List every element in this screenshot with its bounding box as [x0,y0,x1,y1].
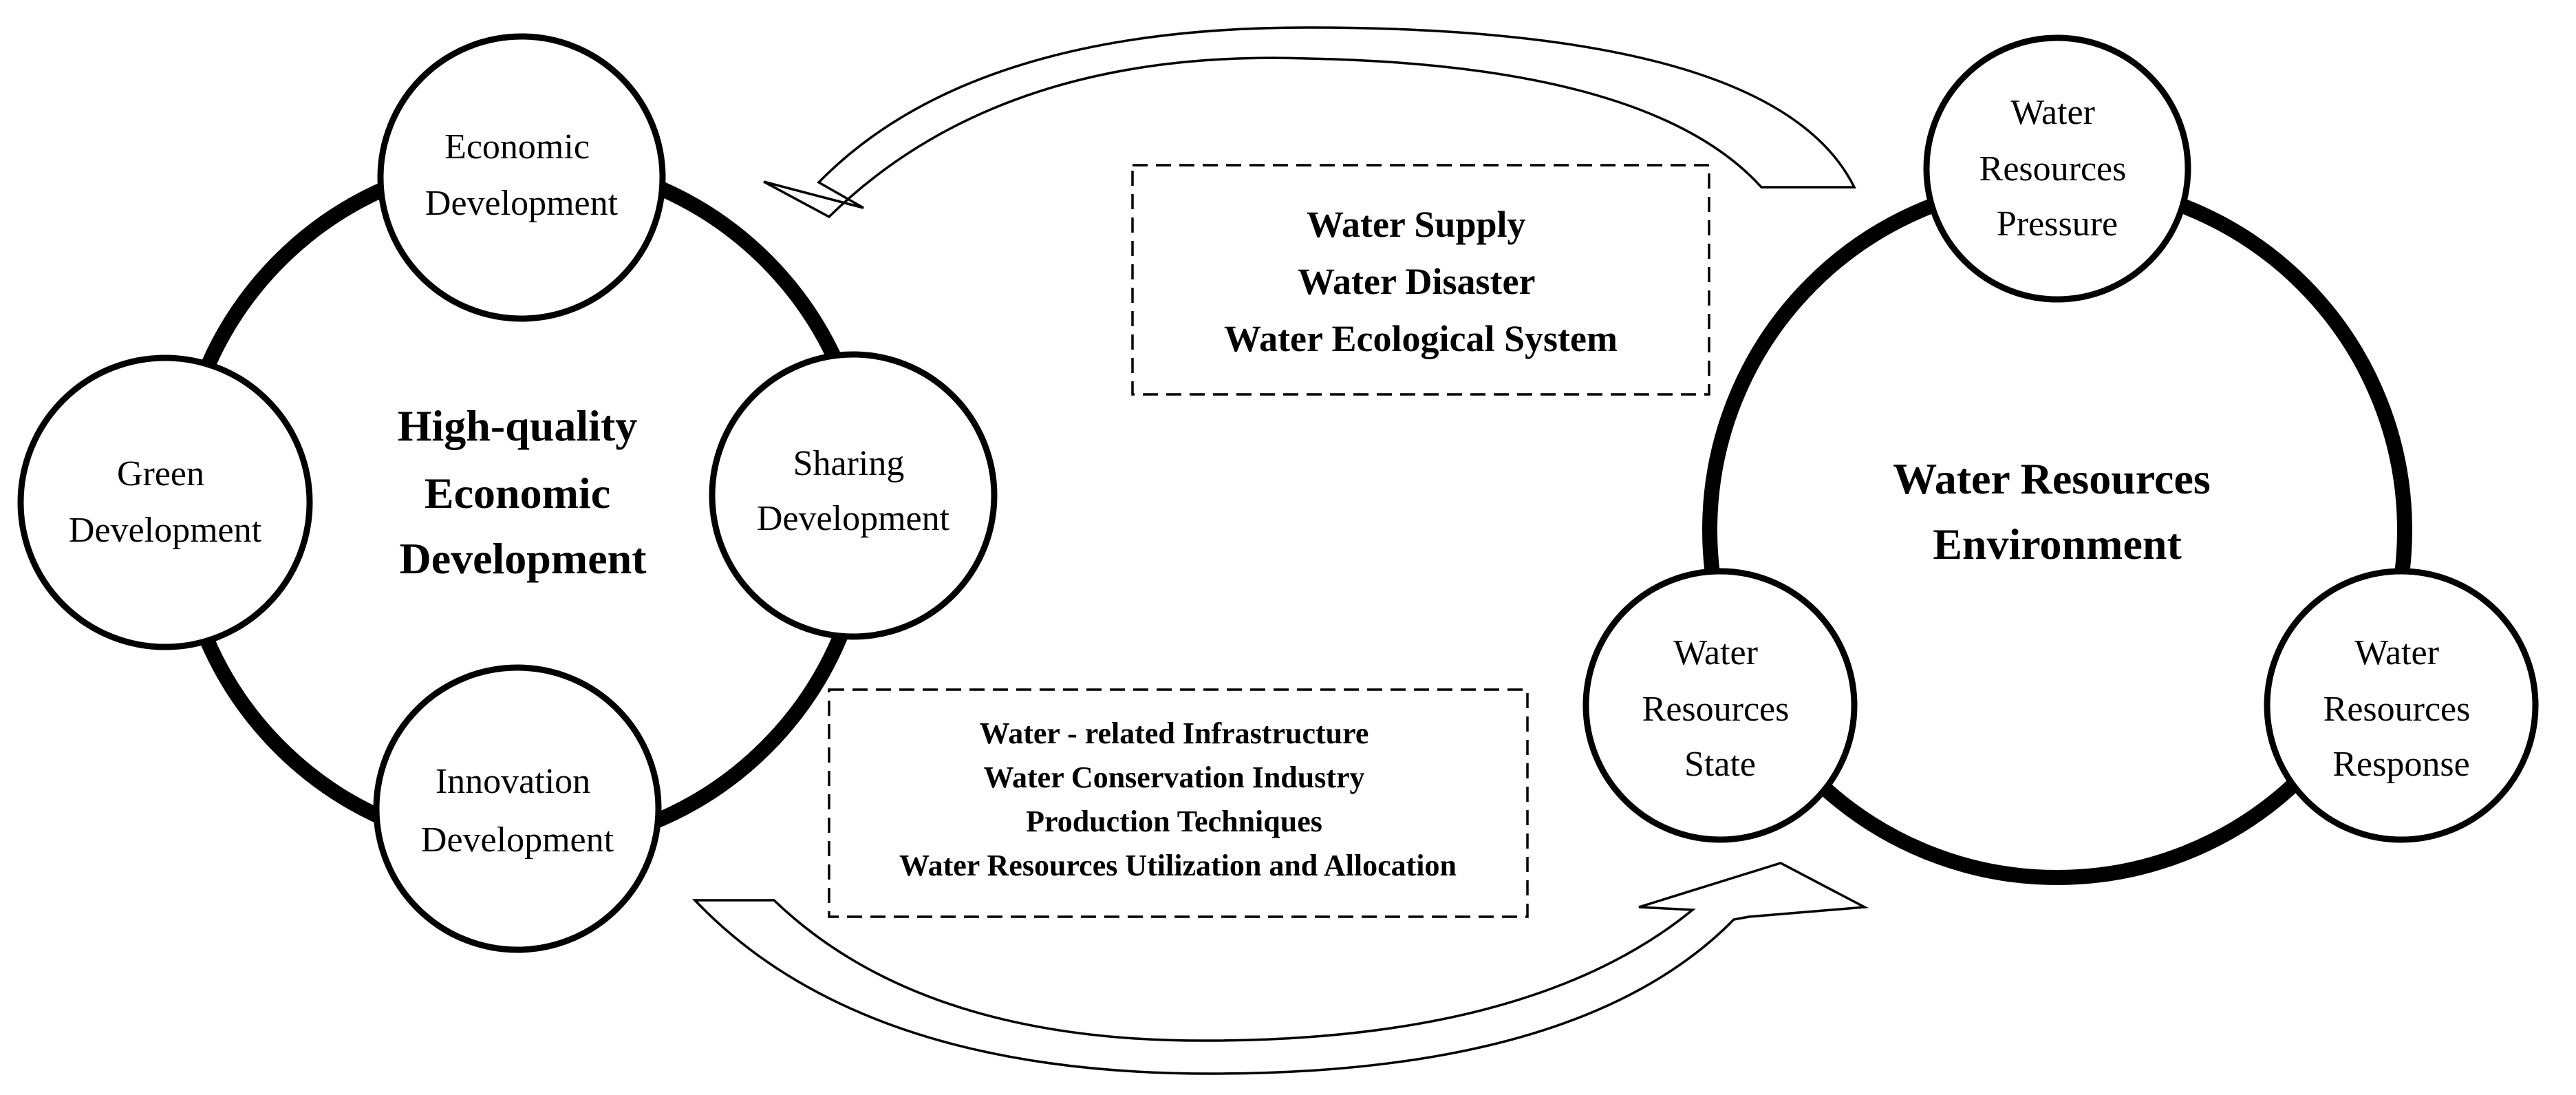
node-green-development-label: Green Development [69,454,262,550]
node-water-resources-pressure: Water Resources Pressure [1923,34,2191,303]
node-green-development: Green Development [17,354,313,650]
node-water-resources-state-label: Water Resources State [1642,633,1799,784]
top-info-box-text: Water Supply Water Disaster Water Ecolog… [1224,204,1618,359]
bottom-arrow-left-to-right [691,862,1869,1075]
node-water-resources-response: Water Resources Response [2264,568,2539,843]
node-sharing-development: Sharing Development [709,351,998,640]
top-arrow-right-to-left [763,26,1856,219]
node-water-resources-response-label: Water Resources Response [2323,633,2480,784]
node-economic-development: Economic Development [377,33,666,322]
node-innovation-development-label: Innovation Development [421,762,614,860]
node-innovation-development: Innovation Development [373,664,662,953]
node-water-resources-pressure-label: Water Resources Pressure [1979,93,2136,244]
right-system-title: Water Resources Environment [1893,454,2222,568]
bottom-info-box: Water - related Infrastructure Water Con… [828,688,1529,918]
top-info-box: Water Supply Water Disaster Water Ecolog… [1131,164,1710,396]
node-economic-development-label: Economic Development [425,127,619,223]
left-system: High-quality Economic Development Econom… [17,33,998,953]
bottom-info-box-text: Water - related Infrastructure Water Con… [899,716,1457,882]
left-system-title: High-quality Economic Development [398,401,649,583]
node-water-resources-state: Water Resources State [1582,568,1858,843]
right-system: Water Resources Environment Water Resour… [1582,34,2539,885]
node-sharing-development-label: Sharing Development [757,444,950,538]
